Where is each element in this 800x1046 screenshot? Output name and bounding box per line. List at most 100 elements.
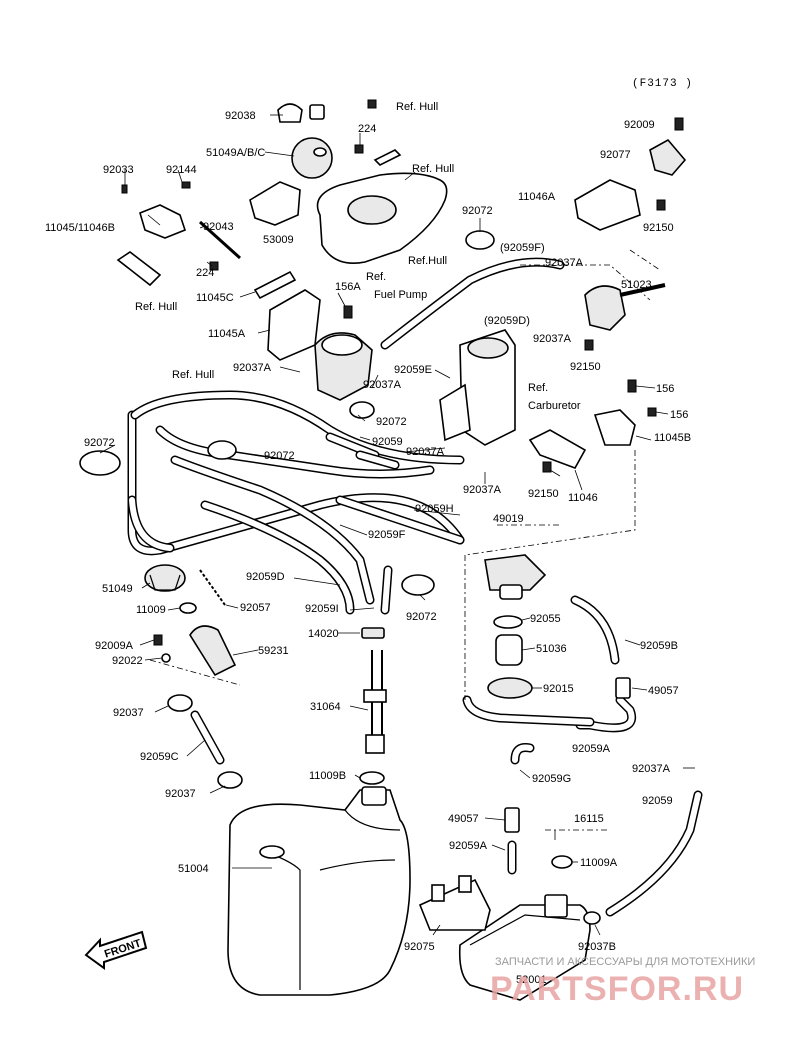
- valve-49057-a: [615, 677, 631, 699]
- label-92057: 92057: [240, 602, 271, 614]
- strap-11045c: [253, 270, 297, 300]
- bracket-53009: [249, 181, 301, 226]
- label-11046: 11046: [568, 492, 598, 504]
- label-156-2: 156: [670, 409, 688, 421]
- label-11046a: 11046A: [518, 191, 556, 203]
- ref-hull-mid: Ref.Hull: [408, 255, 447, 267]
- label-92055: 92055: [530, 613, 561, 625]
- label-92037a-4: 92037A: [533, 333, 572, 345]
- label-92037a-7: 92037A: [632, 763, 671, 775]
- label-92072-top: 92072: [462, 205, 493, 217]
- label-92037a-2: 92037A: [363, 379, 402, 391]
- label-11009b: 11009B: [309, 770, 346, 782]
- label-92037-1: 92037: [113, 707, 144, 719]
- label-92037b: 92037B: [578, 941, 616, 953]
- label-92037a-6: 92037A: [463, 484, 502, 496]
- label-92059c: 92059C: [140, 751, 179, 763]
- label-92043: 92043: [203, 221, 234, 233]
- ref-fuel-pump-2: Fuel Pump: [374, 289, 427, 301]
- label-92077: 92077: [600, 149, 631, 161]
- label-92037a-5: 92037A: [406, 446, 445, 458]
- label-92072-left: 92072: [84, 437, 115, 449]
- label-92059a-2: 92059A: [449, 840, 488, 852]
- carburetor: [439, 329, 516, 446]
- label-92150-2: 92150: [643, 222, 674, 234]
- ref-hull-left: Ref. Hull: [135, 301, 177, 313]
- leader-lines: [99, 114, 695, 936]
- ref-hull-lower: Ref. Hull: [172, 369, 214, 381]
- label-49057-1: 49057: [648, 685, 679, 697]
- cap-51049abc: [291, 137, 333, 179]
- label-92022: 92022: [112, 655, 143, 667]
- cap-51049: [144, 564, 186, 592]
- label-92059d-top: (92059D): [484, 315, 530, 327]
- watermark-line1: ЗАПЧАСТИ И АКСЕССУАРЫ ДЛЯ МОТОТЕХНИКИ: [495, 956, 755, 968]
- pad-11045a: [267, 289, 321, 361]
- hull-cover: [316, 149, 448, 264]
- label-92059g: 92059G: [532, 773, 571, 785]
- fuel-cock-51023: [584, 283, 666, 331]
- label-11045a: 11045A: [208, 328, 246, 340]
- label-16115: 16115: [574, 813, 604, 825]
- label-92059: 92059: [372, 436, 403, 448]
- label-92009: 92009: [624, 119, 655, 131]
- label-11045b: 11045B: [654, 432, 691, 444]
- label-51023: 51023: [621, 279, 652, 291]
- label-51049: 51049: [102, 583, 133, 595]
- washer-11009: [179, 602, 197, 614]
- bracket-11045b: [593, 409, 636, 446]
- bolt-92043: [198, 220, 242, 260]
- reference-labels: Ref. Hull Ref. Hull Ref. Hull Ref.Hull R…: [135, 101, 581, 412]
- ref-hull-top: Ref. Hull: [396, 101, 438, 113]
- bracket-11045-11046b: [139, 204, 186, 239]
- bracket-11046: [528, 429, 587, 469]
- plate-92077: [649, 138, 687, 176]
- watermark: ЗАПЧАСТИ И АКСЕССУАРЫ ДЛЯ МОТОТЕХНИКИ PA…: [490, 956, 755, 1008]
- label-11009: 11009: [136, 604, 166, 616]
- ref-carb-2: Carburetor: [528, 400, 581, 412]
- label-92059f-top: (92059F): [500, 242, 545, 254]
- label-51036: 51036: [536, 643, 567, 655]
- label-92144: 92144: [166, 164, 197, 176]
- part-number-labels: 92038 224 51049A/B/C 53009 92033 92144 1…: [45, 110, 691, 986]
- label-52001: 52001: [516, 974, 547, 986]
- ref-hull-cover: Ref. Hull: [412, 163, 454, 175]
- label-51049abc: 51049A/B/C: [206, 147, 265, 159]
- label-92059-r: 92059: [642, 795, 673, 807]
- fuel-filter-49019: [484, 554, 547, 600]
- label-92059f: 92059F: [368, 529, 406, 541]
- label-156-1: 156: [656, 383, 674, 395]
- element-51036: [495, 634, 523, 666]
- label-92072-mid: 92072: [376, 416, 407, 428]
- washer-11009b: [359, 771, 385, 785]
- label-92037a-3: 92037A: [545, 257, 584, 269]
- canister: [458, 894, 591, 1001]
- bracket-11046a: [574, 179, 641, 231]
- diagram-code: (F3173 ): [632, 78, 693, 90]
- label-92072-low: 92072: [406, 611, 437, 623]
- label-59231: 59231: [258, 645, 289, 657]
- label-92150-1: 92150: [570, 361, 601, 373]
- watermark-logo: PARTSFOR.RU: [490, 970, 744, 1008]
- label-92059d: 92059D: [246, 571, 285, 583]
- label-92037a-1: 92037A: [233, 362, 272, 374]
- bracket: [418, 875, 491, 931]
- ref-carb-1: Ref.: [528, 382, 548, 394]
- front-arrow: FRONT: [84, 930, 148, 970]
- ref-fuel-pump-1: Ref.: [366, 271, 386, 283]
- fuel-pump: [314, 332, 373, 401]
- o-ring-92055: [493, 615, 523, 629]
- label-92075: 92075: [404, 941, 435, 953]
- label-224-b: 224: [196, 267, 214, 279]
- cap-92015: [487, 677, 533, 699]
- label-92037-2: 92037: [165, 788, 196, 800]
- label-11009a: 11009A: [580, 857, 618, 869]
- clamps: [79, 230, 601, 925]
- hose-network: [127, 257, 703, 917]
- label-92059i: 92059I: [305, 603, 339, 615]
- label-92015: 92015: [543, 683, 574, 695]
- fuel-gauge-31064: [363, 650, 387, 754]
- label-156a: 156A: [335, 281, 361, 293]
- knob-92038: [277, 103, 325, 123]
